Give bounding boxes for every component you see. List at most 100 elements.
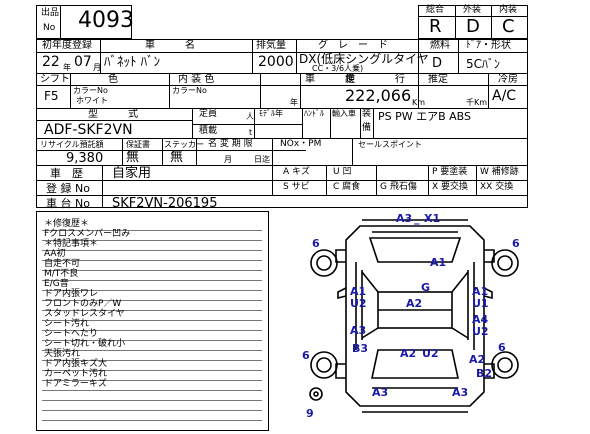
v-r3-5 bbox=[418, 73, 419, 108]
lot-label-top: 出品 bbox=[41, 8, 60, 18]
special-item: フロントのみP／W bbox=[44, 299, 122, 309]
history-label: 車 歴 bbox=[50, 167, 83, 180]
damage-right-b2: B2 bbox=[476, 367, 493, 380]
color: ホワイト bbox=[76, 96, 108, 105]
special-header: ＊特記事項＊ bbox=[44, 239, 99, 249]
capacity-unit: 人 bbox=[246, 112, 254, 121]
v-r3-4 bbox=[300, 73, 301, 108]
rule-1 bbox=[36, 52, 528, 53]
color-no-label: カラーNo bbox=[73, 86, 108, 95]
special-item: M/T不良 bbox=[44, 269, 79, 279]
legend-xx: XX 交換 bbox=[480, 182, 514, 192]
name-label: 車 名 bbox=[145, 40, 195, 51]
reg-year-unit: 年 bbox=[63, 63, 71, 72]
rule-9 bbox=[36, 180, 272, 181]
legend-x: X 要交換 bbox=[432, 182, 469, 192]
damage-right-rear-wheel: 6 bbox=[498, 341, 506, 354]
warranty: 無 bbox=[126, 150, 140, 165]
grade-label: グ レ ー ド bbox=[318, 40, 388, 51]
v-r3-6 bbox=[488, 73, 489, 108]
special-item: ドア内張キズ大 bbox=[44, 359, 108, 369]
damage-left-rear-wheel: 6 bbox=[302, 349, 310, 362]
damage-roof: A2 bbox=[406, 297, 423, 310]
damage-front-top-x: X1 bbox=[424, 212, 441, 225]
displacement: 2000 bbox=[258, 54, 294, 70]
damage-right-a4: A4 bbox=[472, 313, 489, 326]
legend-u: U 凹 bbox=[333, 167, 352, 177]
mileage-label: 走 行 bbox=[345, 74, 405, 85]
reg-no-label: 登 録 No bbox=[46, 182, 90, 195]
chassis-no: SKF2VN-206195 bbox=[112, 196, 218, 211]
legend-a: A キズ bbox=[283, 167, 311, 177]
inspection-label: 車 検 bbox=[305, 74, 355, 85]
lot-box bbox=[36, 5, 132, 39]
special-item: スタッドレスタイヤ bbox=[44, 309, 125, 319]
exterior-label: 外装 bbox=[463, 5, 482, 15]
damage-front-top-sep: _ bbox=[414, 212, 420, 225]
v-r1-5 bbox=[458, 39, 459, 73]
v-r6-2 bbox=[162, 138, 163, 165]
ac-label: 冷房 bbox=[498, 74, 518, 85]
fuel-label: 燃料 bbox=[430, 40, 450, 51]
load-label: 積載 bbox=[199, 126, 218, 136]
rule-5 bbox=[36, 120, 192, 121]
color-label: 色 bbox=[108, 74, 118, 85]
damage-front-top: A3 bbox=[396, 212, 413, 225]
history: 自家用 bbox=[112, 166, 152, 181]
estimate-label: 推定 bbox=[428, 74, 448, 85]
model: ADF-SKF2VN bbox=[44, 122, 133, 138]
equipment: PS PW エアB ABS bbox=[378, 110, 472, 123]
damage-roof-g: G bbox=[421, 281, 431, 294]
rule-10 bbox=[36, 195, 528, 196]
grade-divider bbox=[418, 16, 528, 17]
v-r1-3 bbox=[296, 39, 297, 73]
damage-left-a1: A1 bbox=[350, 285, 367, 298]
v-r5-6 bbox=[373, 108, 374, 138]
car-name: ﾊﾞﾈｯﾄ ﾊﾞﾝ bbox=[104, 55, 161, 70]
interior-grade: C bbox=[502, 16, 515, 37]
damage-right-a2: A2 bbox=[469, 353, 486, 366]
grade-box bbox=[418, 5, 528, 39]
overall-label: 総合 bbox=[426, 5, 445, 15]
v-r3-3 bbox=[260, 73, 261, 108]
handle-label: ﾊﾝﾄﾞﾙ bbox=[304, 109, 324, 118]
name-change-month-unit: 月 bbox=[224, 155, 232, 164]
capacity-label: 定員 bbox=[199, 109, 218, 119]
special-item: E/G音 bbox=[44, 279, 69, 289]
inspection-year-unit: 年 bbox=[290, 98, 298, 107]
rule-3 bbox=[36, 85, 528, 86]
equipment-label-1: 装 bbox=[362, 109, 372, 119]
grade-col1 bbox=[455, 5, 456, 39]
equipment-label-2: 備 bbox=[362, 123, 372, 133]
damage-rear-right: A3 bbox=[452, 386, 469, 399]
name-change-label: 名 変 期 限 bbox=[208, 139, 253, 149]
rule-7 bbox=[36, 150, 306, 151]
model-label: 型 式 bbox=[88, 109, 138, 120]
reg-month-unit: 月 bbox=[93, 63, 101, 72]
interior-color-label: 内 装 色 bbox=[178, 74, 215, 85]
model-change-label: ﾓﾃﾞﾙ年 bbox=[259, 109, 283, 118]
v-r5-5 bbox=[360, 108, 361, 138]
interior-label: 内装 bbox=[499, 5, 518, 15]
v-r5-4 bbox=[330, 108, 331, 138]
special-item: シートへたり bbox=[44, 329, 99, 339]
damage-right-u2: U2 bbox=[472, 325, 489, 338]
damage-left-front-wheel: 6 bbox=[312, 237, 320, 250]
legend-mid bbox=[272, 180, 528, 181]
v-r6-4 bbox=[272, 138, 273, 165]
v-r6-3 bbox=[196, 138, 197, 165]
shift-label: シフト bbox=[40, 74, 70, 85]
v-r5-2 bbox=[254, 108, 255, 138]
damage-rear-u2: U2 bbox=[422, 347, 439, 360]
damage-right-a1: A1 bbox=[472, 285, 489, 298]
import-label: 輸入車 bbox=[332, 109, 356, 118]
lot-label-bottom: No bbox=[43, 23, 56, 33]
damage-right-front-wheel: 6 bbox=[512, 237, 520, 250]
sticker-label: ステッカー bbox=[164, 140, 204, 149]
lot-number: 4093 bbox=[78, 8, 134, 33]
grade-sub: CC・3/6人乗) bbox=[312, 64, 364, 73]
damage-rear-left: A3 bbox=[372, 386, 389, 399]
chassis-label: 車 台 No bbox=[46, 197, 90, 210]
damage-rear-a2: A2 bbox=[400, 347, 417, 360]
